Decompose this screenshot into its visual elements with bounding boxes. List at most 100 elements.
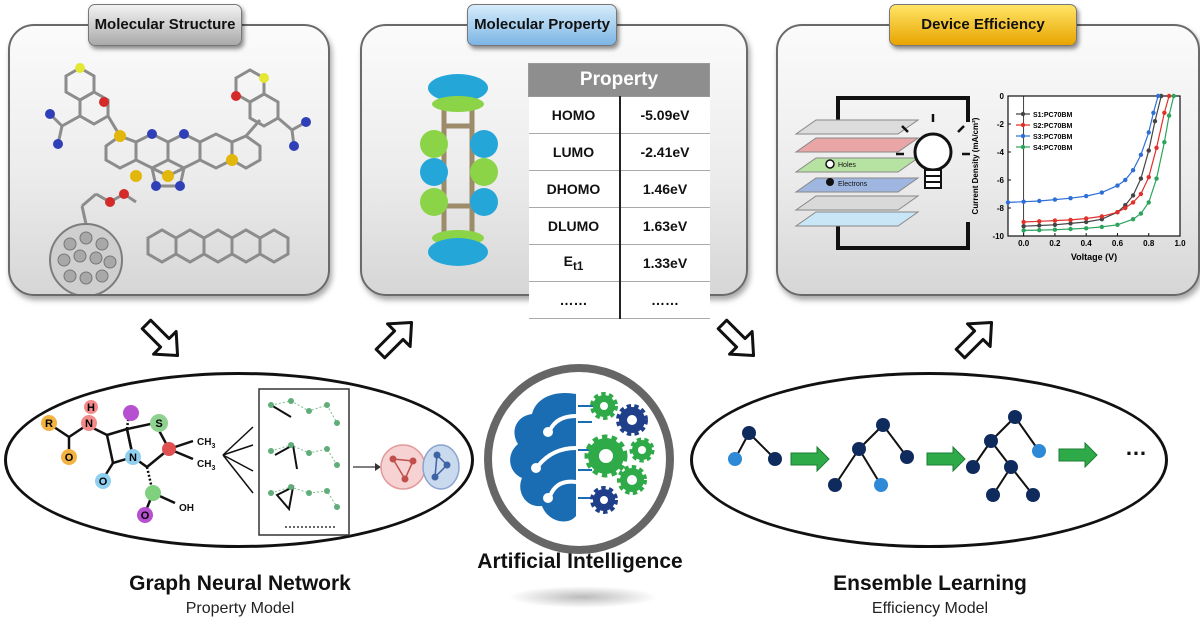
data-point bbox=[1052, 222, 1058, 227]
data-point bbox=[1099, 190, 1105, 195]
methyl-label: CH3 bbox=[197, 459, 215, 472]
data-point bbox=[1146, 130, 1151, 135]
property-value: 1.46eV bbox=[619, 170, 710, 208]
data-point bbox=[1154, 176, 1159, 181]
holes-label: Holes bbox=[838, 162, 856, 169]
molecule-illustrations bbox=[45, 63, 311, 294]
property-key-base: E bbox=[563, 253, 573, 270]
methyl-subscript: 3 bbox=[211, 465, 215, 472]
data-point bbox=[1146, 148, 1151, 153]
atom-r-label: R bbox=[45, 418, 53, 430]
molecular-structure-panel bbox=[8, 24, 330, 296]
legend-marker bbox=[1020, 144, 1026, 150]
data-point bbox=[1021, 199, 1026, 204]
table-row: LUMO-2.41eV bbox=[528, 133, 710, 171]
atom-o-label: O bbox=[99, 476, 108, 488]
data-point bbox=[1037, 219, 1042, 224]
legend-label: S2:PC70BM bbox=[1033, 123, 1072, 130]
legend-label: S1:PC70BM bbox=[1033, 112, 1072, 119]
y-tick-label: -2 bbox=[997, 120, 1005, 129]
data-point bbox=[1099, 214, 1105, 219]
data-point bbox=[1068, 196, 1073, 201]
gnn-title: Graph Neural Network bbox=[129, 572, 351, 595]
ensemble-ellipsis: … bbox=[1125, 435, 1147, 460]
data-point bbox=[1166, 93, 1172, 99]
atom-o-label: O bbox=[141, 510, 150, 522]
data-point bbox=[1068, 226, 1073, 232]
atom-s-label: S bbox=[155, 418, 162, 430]
ensemble-arrow-icon bbox=[926, 445, 966, 473]
methyl-label: CH3 bbox=[197, 437, 215, 450]
property-key: …… bbox=[528, 281, 621, 319]
atom-n-label: N bbox=[129, 452, 137, 464]
data-point bbox=[1154, 145, 1159, 150]
series-line bbox=[1023, 95, 1175, 231]
gnn-subtitle: Property Model bbox=[185, 600, 295, 617]
property-key: LUMO bbox=[528, 133, 621, 171]
legend-label: S3:PC70BM bbox=[1033, 134, 1072, 141]
ai-title: Artificial Intelligence bbox=[477, 550, 683, 573]
ensemble-ellipse: … bbox=[690, 372, 1168, 548]
data-point bbox=[1068, 217, 1073, 223]
methyl-ch: CH bbox=[197, 459, 211, 470]
property-key: DHOMO bbox=[528, 170, 621, 208]
data-point bbox=[1083, 216, 1089, 221]
y-tick-label: -10 bbox=[992, 232, 1004, 241]
property-key: DLUMO bbox=[528, 207, 621, 245]
atom-o-label: O bbox=[65, 452, 74, 464]
x-tick-label: 0.8 bbox=[1143, 239, 1155, 248]
molecular-property-tag: Molecular Property bbox=[467, 4, 617, 46]
data-point bbox=[1130, 168, 1136, 173]
data-point bbox=[1159, 93, 1164, 99]
data-point bbox=[1083, 219, 1089, 225]
up-arrow-icon bbox=[367, 309, 425, 367]
property-value: …… bbox=[619, 281, 710, 319]
data-point bbox=[1138, 191, 1144, 197]
property-key: Et1 bbox=[528, 244, 621, 282]
data-point bbox=[1052, 227, 1058, 232]
legend-marker bbox=[1020, 133, 1026, 139]
orbital-density-illustration bbox=[420, 74, 498, 266]
data-point bbox=[1130, 200, 1136, 205]
device-stack-illustration: Holes Electrons bbox=[794, 96, 970, 250]
data-point bbox=[1021, 224, 1026, 229]
data-point bbox=[1083, 226, 1089, 231]
fullerene-ball bbox=[49, 223, 123, 294]
data-point bbox=[1115, 210, 1120, 215]
data-point bbox=[1083, 193, 1089, 199]
atom-n-label: N bbox=[85, 418, 93, 430]
data-point bbox=[1151, 110, 1156, 115]
y-axis-label: Current Density (mA/cm²) bbox=[971, 117, 980, 214]
ai-badge bbox=[484, 364, 674, 554]
table-row: ………… bbox=[528, 281, 710, 319]
brain-gears-icon bbox=[510, 392, 655, 522]
property-value: -5.09eV bbox=[619, 96, 710, 134]
atom-h-label: H bbox=[87, 402, 95, 414]
ensemble-arrow-icon bbox=[1058, 441, 1098, 469]
ensemble-subtitle: Efficiency Model bbox=[871, 600, 989, 617]
data-point bbox=[1068, 221, 1073, 226]
gnn-ellipse: R O N H S N O O CH3 CH3 OH bbox=[4, 372, 474, 548]
data-point bbox=[1166, 113, 1172, 118]
ensemble-title: Ensemble Learning bbox=[833, 572, 1027, 595]
data-point bbox=[1171, 93, 1176, 99]
light-bulb-icon bbox=[896, 114, 970, 189]
device-efficiency-tag: Device Efficiency bbox=[889, 4, 1077, 46]
legend-label: S4:PC70BM bbox=[1033, 145, 1072, 152]
legend-marker bbox=[1020, 122, 1026, 128]
data-point bbox=[1146, 175, 1151, 180]
data-point bbox=[1123, 177, 1128, 183]
data-point bbox=[1021, 219, 1026, 225]
data-point bbox=[1123, 205, 1128, 211]
property-value: -2.41eV bbox=[619, 133, 710, 171]
series-line bbox=[1023, 95, 1170, 223]
data-point bbox=[1037, 223, 1042, 228]
data-point bbox=[1037, 198, 1042, 204]
property-value: 1.63eV bbox=[619, 207, 710, 245]
data-point bbox=[1138, 152, 1144, 157]
y-tick-label: -6 bbox=[997, 176, 1005, 185]
